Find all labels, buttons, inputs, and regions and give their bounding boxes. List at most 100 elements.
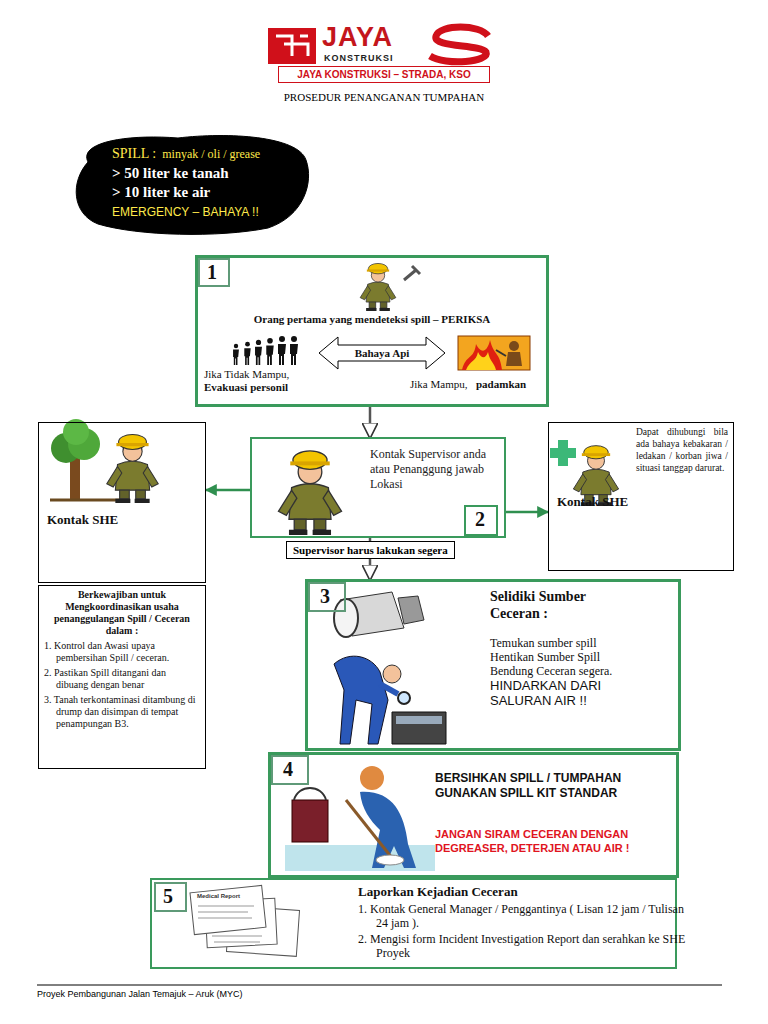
node-text: Temukan sumber spill bbox=[490, 636, 678, 650]
inspecting-worker bbox=[396, 716, 442, 724]
footer-note: Proyek Pembangunan Jalan Temajuk – Aruk … bbox=[37, 989, 242, 1000]
footer-rule bbox=[37, 985, 722, 986]
company-logo bbox=[268, 28, 316, 64]
report-papers bbox=[190, 885, 300, 956]
node-text: 1. Kontrol dan Awasi upaya pembersihan S… bbox=[44, 640, 200, 664]
node-text: 1. Kontak General Manager / Penggantinya… bbox=[358, 902, 686, 930]
evacuating-people bbox=[290, 336, 298, 365]
node-text: HINDARKAN DARI SALURAN AIR !! bbox=[490, 678, 640, 708]
fire-fighting-picture bbox=[466, 352, 496, 370]
node-text: Dapat dihubungi bila ada bahaya kebakara… bbox=[636, 426, 728, 474]
flashlight-picture bbox=[398, 596, 424, 624]
fire-fighting-picture bbox=[496, 350, 506, 356]
first-aid-worker bbox=[550, 440, 576, 466]
node-text: Jika Mampu, bbox=[410, 378, 476, 391]
node-text: Berkewajiban untuk Mengkoordinasikan usa… bbox=[44, 589, 200, 637]
duty-list-box: Berkewajiban untuk Mengkoordinasikan usa… bbox=[38, 585, 206, 769]
process-box: Selidiki Sumber Ceceran : Temukan sumber … bbox=[305, 579, 681, 751]
node-text: Kontak SHE bbox=[47, 512, 205, 528]
node-text: padamkan bbox=[476, 378, 546, 391]
node-text: 2. Mengisi form Incident Investigation R… bbox=[358, 932, 686, 960]
callout-number: 1 bbox=[198, 258, 230, 287]
node-text: JAYA KONSTRUKSI – STRADA, KSO bbox=[279, 67, 489, 82]
mopping-worker bbox=[376, 855, 404, 865]
mopping-worker bbox=[292, 800, 328, 842]
logo-word: JAYA bbox=[322, 22, 393, 52]
evacuating-people bbox=[266, 338, 273, 365]
inspecting-worker bbox=[392, 712, 446, 744]
process-box: BERSIHKAN SPILL / TUMPAHAN GUNAKAN SPILL… bbox=[268, 752, 679, 878]
fire-fighting-picture bbox=[458, 336, 530, 370]
flashlight-picture bbox=[334, 592, 424, 637]
node-text: > 10 liter ke air bbox=[112, 183, 314, 202]
company-logo bbox=[276, 36, 308, 56]
node-text: minyak / oli / grease bbox=[162, 147, 260, 161]
mopping-worker bbox=[294, 788, 326, 800]
node-text: Kontak SHE bbox=[557, 494, 733, 510]
process-box: Laporkan Kejadian Ceceran1. Kontak Gener… bbox=[150, 878, 677, 969]
callout-number: 5 bbox=[154, 882, 187, 912]
inspector-figure bbox=[404, 266, 420, 280]
inspector-figure bbox=[360, 263, 420, 311]
fire-fighting-picture bbox=[509, 341, 519, 351]
document-title: Medical Report bbox=[197, 893, 240, 900]
node-text: Hentikan Sumber Spill bbox=[490, 650, 678, 664]
contact-box: Dapat dihubungi bila ada bahaya kebakara… bbox=[548, 422, 734, 571]
evacuating-people bbox=[278, 336, 286, 365]
node-text: > 50 liter ke tanah bbox=[112, 164, 314, 183]
node-text: SPILL : bbox=[112, 146, 156, 161]
node-text: Kontak Supervisor anda atau Penanggung j… bbox=[370, 447, 502, 492]
mopping-worker bbox=[360, 766, 384, 790]
node-text: 2. Pastikan Spill ditangani dan dibuang … bbox=[44, 667, 200, 691]
node-text: EMERGENCY – BAHAYA !! bbox=[112, 204, 314, 220]
node-text: 4 bbox=[283, 757, 307, 782]
inspecting-worker bbox=[334, 656, 388, 744]
flashlight-picture bbox=[334, 599, 358, 637]
node-text: Jika Tidak Mampu, bbox=[204, 368, 314, 381]
report-papers bbox=[198, 906, 262, 942]
fire-fighting-picture bbox=[458, 336, 530, 370]
inspector-figure bbox=[360, 263, 396, 311]
mopping-worker bbox=[346, 800, 392, 858]
node-text: 5 bbox=[163, 884, 185, 909]
supervisor-figure bbox=[278, 451, 341, 535]
supervisor-figure bbox=[278, 451, 341, 535]
connector bbox=[369, 407, 372, 437]
evacuating-people bbox=[255, 340, 262, 365]
logo-word: KONSTRUKSI bbox=[324, 53, 394, 64]
node-text: 3. Tanah terkontaminasi ditambung di dru… bbox=[44, 694, 200, 730]
callout-number: 3 bbox=[308, 582, 346, 612]
inspecting-worker bbox=[380, 684, 398, 694]
node-text: Bendung Ceceran segera. bbox=[490, 664, 678, 678]
inspecting-worker bbox=[334, 656, 446, 744]
node-text: Orang pertama yang mendeteksi spill – PE… bbox=[198, 313, 546, 326]
inspecting-worker bbox=[398, 692, 410, 704]
process-box: Kontak Supervisor anda atau Penanggung j… bbox=[250, 437, 506, 538]
node-text: Bahaya Api bbox=[318, 335, 446, 371]
contact-box: Kontak SHE bbox=[38, 422, 206, 583]
node-text: 3 bbox=[320, 584, 344, 609]
node-text: BERSIHKAN SPILL / TUMPAHAN GUNAKAN SPILL… bbox=[435, 771, 673, 801]
node-text: 2 bbox=[475, 507, 496, 532]
warning-blob: SPILL : minyak / oli / grease > 50 liter k… bbox=[68, 132, 314, 238]
tree-and-worker bbox=[50, 419, 158, 503]
evacuating-people bbox=[244, 342, 250, 365]
evacuating-people bbox=[233, 336, 298, 365]
evacuating-people bbox=[233, 344, 239, 365]
process-box: Orang pertama yang mendeteksi spill – PE… bbox=[195, 255, 549, 407]
node-text: 1 bbox=[207, 260, 228, 285]
tree-and-worker bbox=[107, 434, 158, 503]
node-text: Evakuasi personil bbox=[204, 381, 314, 394]
callout-number: 4 bbox=[271, 755, 309, 785]
node-text: JANGAN SIRAM CECERAN DENGAN DEGREASER, D… bbox=[435, 827, 675, 855]
inspecting-worker bbox=[383, 665, 401, 683]
node-text: Laporkan Kejadian Ceceran bbox=[358, 884, 675, 900]
node-text: Selidiki Sumber Ceceran : bbox=[490, 588, 630, 622]
fire-fighting-picture bbox=[506, 352, 522, 366]
fire-fighting-picture bbox=[462, 340, 502, 370]
company-logo bbox=[430, 27, 488, 62]
logo-box: JAYA KONSTRUKSI – STRADA, KSO bbox=[278, 66, 490, 83]
connector bbox=[506, 511, 548, 514]
callout-number: 2 bbox=[464, 505, 498, 536]
